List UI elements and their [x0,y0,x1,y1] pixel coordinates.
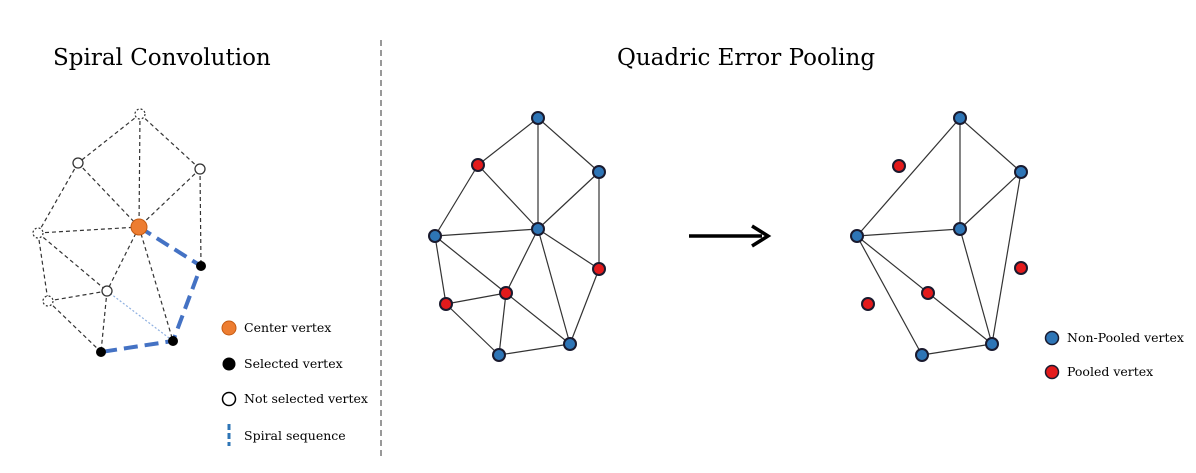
pooled-vertex [892,159,906,173]
non-pooled-vertex [531,222,545,236]
not-selected-vertex [42,295,54,307]
pooled-mesh-vertices [850,111,1028,362]
center-vertex-legend-icon [221,320,237,336]
pooled-vertex [861,297,875,311]
non-pooled-vertex-legend-label: Non-Pooled vertex [1067,330,1184,345]
spiral-sequence-legend-label: Spiral sequence [244,428,346,443]
non-pooled-vertex [1014,165,1028,179]
center-vertex [130,218,148,236]
quadric-error-pooling-panel: Quadric Error Pooling [428,45,1184,380]
non-pooled-vertex [531,111,545,125]
non-pooled-vertex [985,337,999,351]
spiral-vertices [32,108,206,357]
pooled-vertex [471,158,485,172]
pooled-vertex [592,262,606,276]
not-selected-vertex [32,227,44,239]
non-pooled-vertex [563,337,577,351]
selected-vertex [96,347,106,357]
not-selected-vertex [194,163,206,175]
non-pooled-vertex [592,165,606,179]
pooling-legend: Non-Pooled vertex Pooled vertex [1044,330,1184,380]
selected-vertex [168,336,178,346]
spiral-sequence-path [100,225,204,354]
pooled-vertex [1014,261,1028,275]
not-selected-vertex-legend-label: Not selected vertex [244,391,368,406]
original-mesh-vertices [428,111,606,362]
not-selected-vertex-legend-icon [221,391,237,407]
non-pooled-vertex [850,229,864,243]
selected-vertex-legend-icon [222,357,236,371]
pooled-vertex [439,297,453,311]
selected-vertex [196,261,206,271]
transform-arrow-icon [689,224,772,248]
spiral-convolution-panel: Spiral Convolution [32,45,368,446]
non-pooled-vertex [492,348,506,362]
pooled-vertex [921,286,935,300]
pooled-vertex [499,286,513,300]
spiral-light-edge [106,290,174,342]
spiral-mesh-edges [37,113,202,353]
quadric-error-pooling-title: Quadric Error Pooling [617,45,875,71]
selected-vertex-legend-label: Selected vertex [244,356,343,371]
not-selected-vertex [134,108,146,120]
spiral-convolution-title: Spiral Convolution [53,45,271,71]
pooled-vertex-legend-label: Pooled vertex [1067,364,1153,379]
non-pooled-vertex [953,222,967,236]
not-selected-vertex [72,157,84,169]
non-pooled-vertex [915,348,929,362]
non-pooled-vertex-legend-icon [1044,330,1060,346]
pooled-mesh-edges [856,117,1022,356]
non-pooled-vertex [953,111,967,125]
pooled-vertex-legend-icon [1044,364,1060,380]
original-mesh-edges [434,117,600,356]
not-selected-vertex [101,285,113,297]
center-vertex-legend-label: Center vertex [244,320,331,335]
non-pooled-vertex [428,229,442,243]
spiral-legend: Center vertex Selected vertex Not select… [221,320,368,446]
